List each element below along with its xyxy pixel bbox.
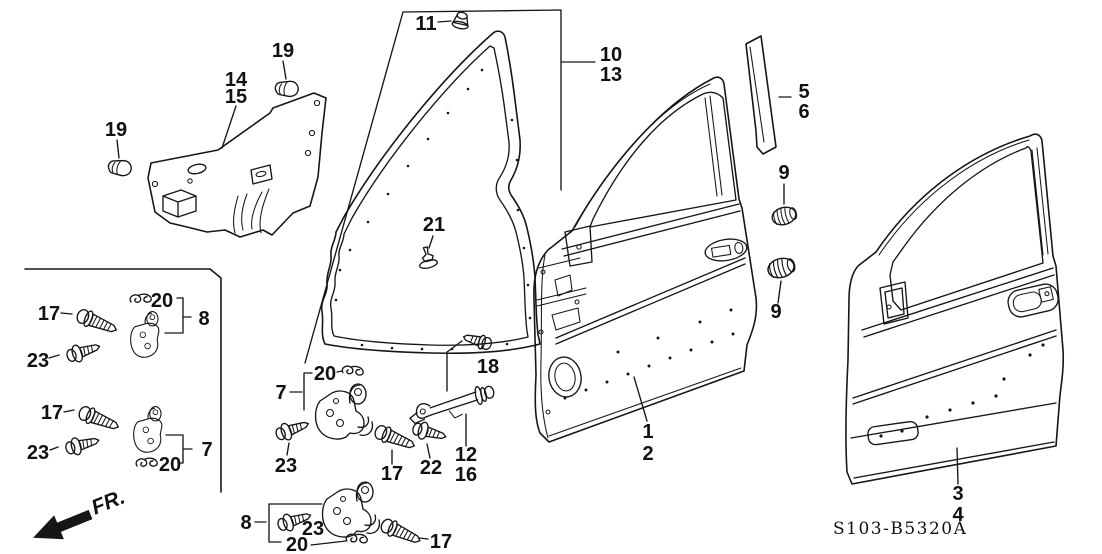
bolt-17-box-upper [74,306,120,339]
weatherstrip-bracket [304,9,596,364]
fr-label: FR. [88,486,128,520]
callout-9-upper: 9 [778,162,789,184]
callout-21: 21 [423,214,445,236]
door3-sash-channel [1031,147,1049,256]
bolt-22 [410,419,449,446]
clip-20-mid [341,364,365,377]
door1-crease [555,257,746,345]
door3-mirror-mount [879,281,909,325]
weatherstrip-fastener-dots [334,68,532,351]
callout-9-lower: 9 [770,301,781,323]
door1-inner-structure [536,254,587,439]
clip-20-bottom [345,532,369,544]
callout-20-box-a: 20 [151,290,173,312]
callout-17-box-a: 17 [38,303,60,325]
callout-4: 4 [952,504,964,526]
callout-7-box: 7 [201,439,212,461]
pillar-garnish-5-6 [745,35,777,155]
callout-8-bottom: 8 [240,512,251,534]
clip-20-box-upper [129,293,152,303]
callout-23-bottom: 23 [302,518,324,540]
callout-11: 11 [415,13,436,35]
clip-20-box-lower [135,457,158,467]
door3-belt-line [861,267,1055,338]
door3-handle-recess [1007,283,1059,318]
front-door-skin-3-4 [845,133,1065,485]
callout-6: 6 [798,101,809,123]
fr-arrow-shape [33,509,93,540]
bolt-17-box-lower [76,403,122,436]
bolt-17-mid [372,422,418,455]
callout-16: 16 [455,464,477,486]
hinge-upper-8-small [130,311,160,358]
fr-direction-arrow: FR. [33,486,128,540]
bolt-18 [460,329,494,353]
callout-3: 3 [952,483,963,505]
callout-20-box-b: 20 [159,454,181,476]
callout-13: 13 [600,64,622,86]
door3-crease [852,329,1057,405]
hinge-7-large [314,383,374,440]
hinge-8-large [321,481,381,538]
callout-12: 12 [455,444,477,466]
front-door-shell-1-2 [533,76,758,443]
callout-23-box-b: 23 [27,442,49,464]
callout-23-box-a: 23 [27,350,49,372]
door1-mirror-mount [564,225,593,267]
callout-10: 10 [600,44,622,66]
door1-dot-row [563,308,735,400]
bolt-23-mid [272,414,313,445]
clip-19-left [106,156,134,178]
diagram-code: S103-B5320A [833,519,967,539]
clip-21 [414,244,439,271]
clip-19-right [273,78,300,99]
callout-2: 2 [642,443,653,465]
leader-lines [48,20,959,546]
callout-18: 18 [477,356,499,378]
bolt-17-bottom [378,515,424,549]
panel-box-detail [162,189,197,218]
callout-14: 14 [225,69,248,91]
callout-22: 22 [420,457,442,479]
callout-19-right: 19 [272,40,294,62]
door-check-12-16 [409,385,495,425]
callout-15: 15 [225,86,247,108]
callout-23-mid: 23 [275,455,297,477]
callout-1: 1 [642,421,653,443]
callout-20-bottom: 20 [286,534,308,554]
clip-11 [450,10,472,31]
callout-7-mid: 7 [275,382,286,404]
hinge-lower-7-small [133,406,163,453]
callout-20-mid: 20 [314,363,336,385]
callout-17-bottom: 17 [430,531,452,553]
door3-dot-row [925,343,1045,419]
callout-8-box: 8 [198,308,209,330]
weatherstrip-10-13 [304,9,596,364]
door1-handle-cutout [704,238,748,262]
callout-5: 5 [798,81,809,103]
grommet-9-lower [765,254,798,282]
door1-sash-channel [704,95,723,197]
bolt-23-box-upper [64,337,103,366]
grommet-9-upper [769,203,800,228]
panel-crease-lines [233,188,270,234]
callout-17-mid: 17 [381,463,403,485]
parts-box-border [24,268,222,493]
door3-molding [850,402,1057,479]
callout-19-left: 19 [105,119,127,141]
bolt-23-box-lower [63,431,102,458]
inner-panel-14-15 [147,92,327,238]
callout-17-box-b: 17 [41,402,63,424]
